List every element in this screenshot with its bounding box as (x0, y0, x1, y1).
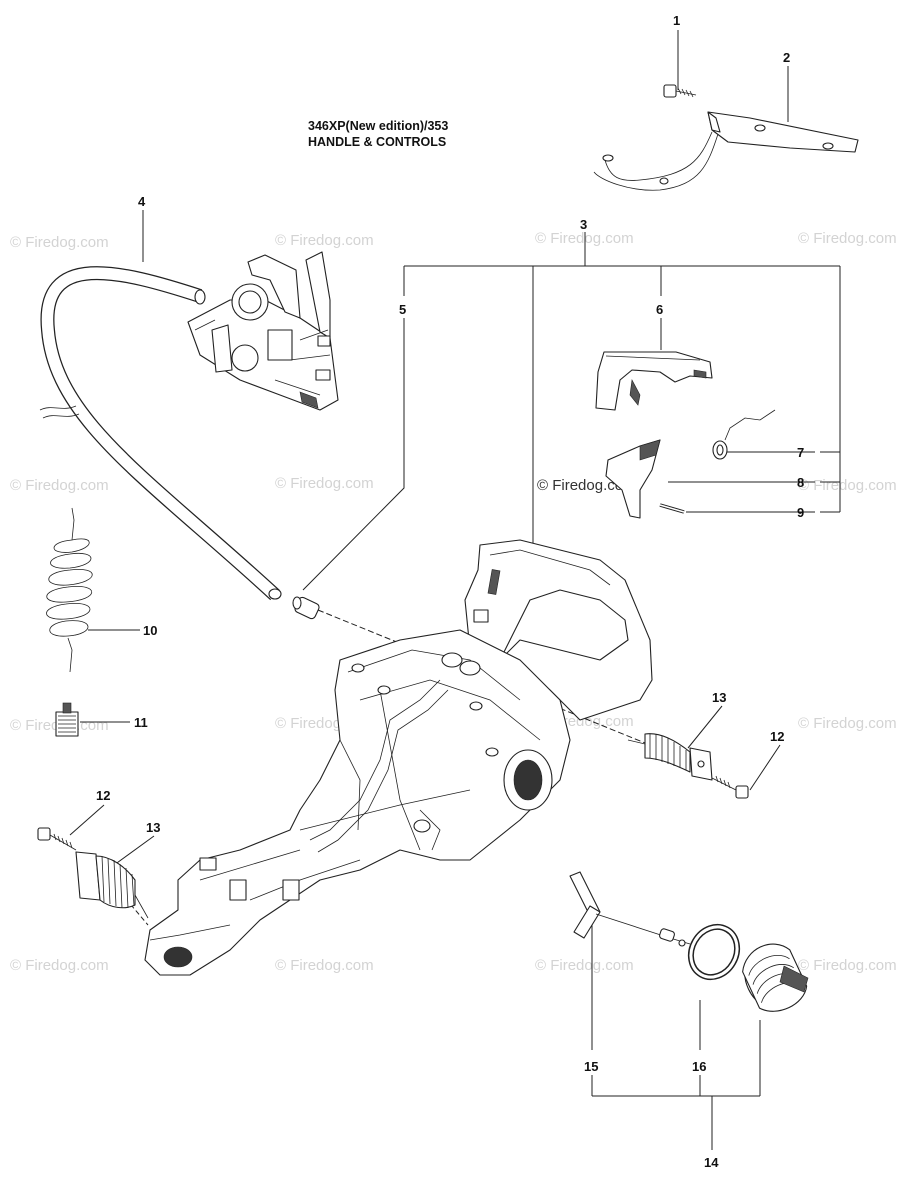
callout-13-left: 13 (146, 820, 160, 835)
diagram-title: 346XP(New edition)/353 (308, 119, 448, 133)
callout-16: 16 (692, 1059, 706, 1074)
part-o-ring-16 (687, 923, 741, 981)
callout-10: 10 (143, 623, 157, 638)
part-screw-12-left (37, 827, 77, 851)
part-throttle-trigger-8 (605, 439, 661, 519)
callout-3: 3 (580, 217, 587, 232)
part-fuel-cap-14 (742, 943, 809, 1012)
callout-14: 14 (704, 1155, 719, 1170)
part-pin-9 (659, 503, 685, 514)
part-coil-spring-10 (46, 507, 93, 673)
callout-8: 8 (797, 475, 804, 490)
watermark: © Firedog.com (798, 957, 897, 974)
part-throttle-lockout-6 (595, 351, 713, 411)
part-cap-strap-15 (569, 871, 691, 947)
callout-13-right: 13 (712, 690, 726, 705)
watermark: © Firedog.com (275, 232, 374, 249)
leader-lines (69, 30, 841, 1150)
watermark: © Firedog.com (275, 957, 374, 974)
part-hose-4 (39, 266, 282, 601)
main-handle-assembly (144, 539, 653, 976)
callout-12-right: 12 (770, 729, 784, 744)
part-spring-7 (712, 409, 776, 460)
watermark: © Firedog.com (798, 230, 897, 247)
watermark: © Firedog.com (535, 957, 634, 974)
callout-labels: 1 2 3 4 5 6 7 8 9 10 11 12 13 12 13 15 1… (96, 13, 804, 1170)
part-damper-spring-13-right (627, 733, 713, 781)
watermark: © Firedog.com (535, 230, 634, 247)
part-handle-bracket-2 (593, 111, 859, 191)
watermarks: © Firedog.com © Firedog.com © Firedog.co… (10, 230, 897, 974)
callout-6: 6 (656, 302, 663, 317)
watermark: © Firedog.com (10, 957, 109, 974)
carburetor-illustration (187, 251, 339, 411)
watermark: © Firedog.com (798, 715, 897, 732)
callout-2: 2 (783, 50, 790, 65)
callout-5: 5 (399, 302, 406, 317)
callout-7: 7 (797, 445, 804, 460)
part-filter-11 (55, 702, 79, 737)
diagram-subtitle: HANDLE & CONTROLS (308, 135, 446, 149)
callout-12-left: 12 (96, 788, 110, 803)
part-sleeve-5 (292, 596, 320, 620)
callout-11: 11 (134, 715, 148, 730)
watermark-dark: © Firedog.com (537, 477, 636, 494)
callout-15: 15 (584, 1059, 598, 1074)
callout-1: 1 (673, 13, 680, 28)
callout-9: 9 (797, 505, 804, 520)
part-screw-1 (663, 84, 697, 98)
watermark: © Firedog.com (10, 234, 109, 251)
watermark: © Firedog.com (275, 475, 374, 492)
callout-4: 4 (138, 194, 146, 209)
part-screw-12-right (711, 775, 749, 799)
watermark: © Firedog.com (10, 477, 109, 494)
watermark: © Firedog.com (798, 477, 897, 494)
part-damper-spring-13-left (75, 851, 149, 919)
